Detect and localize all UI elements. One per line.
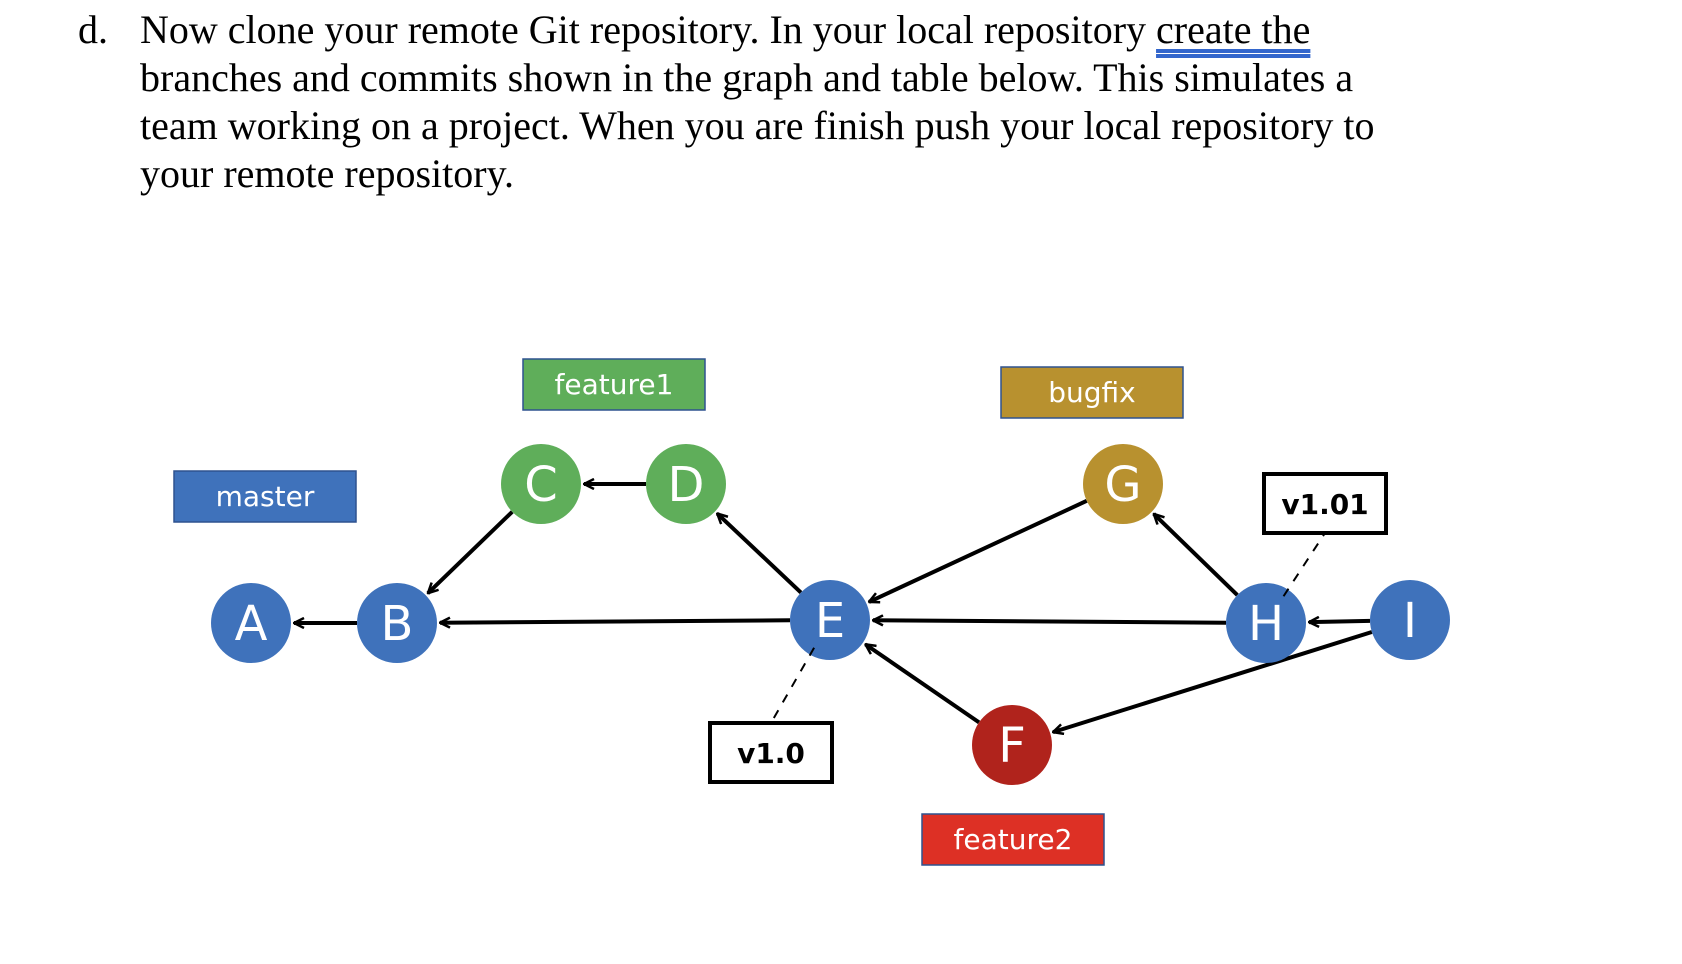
branch-label-feature1: feature1 <box>522 358 706 411</box>
commit-node-C: C <box>501 444 581 524</box>
branch-label-master: master <box>173 470 357 523</box>
commit-node-A: A <box>211 583 291 663</box>
commit-node-E: E <box>790 580 870 660</box>
svg-text:v1.0: v1.0 <box>737 737 805 770</box>
instruction-line: Now clone your remote Git repository. In… <box>140 7 1311 52</box>
svg-text:feature2: feature2 <box>954 823 1073 856</box>
tag-connector <box>1282 532 1326 597</box>
edge-I-to-F <box>1053 630 1373 732</box>
commit-label: B <box>381 596 414 652</box>
commit-node-F: F <box>972 705 1052 785</box>
instruction-line: your remote repository. <box>140 151 514 196</box>
spellcheck-underlined-text: create the <box>1156 7 1311 52</box>
commit-node-I: I <box>1370 580 1450 660</box>
commit-label: F <box>998 718 1026 774</box>
edge-F-to-E <box>865 642 981 725</box>
commit-label: I <box>1403 593 1417 649</box>
svg-text:master: master <box>216 480 315 513</box>
edge-C-to-B <box>428 510 514 593</box>
list-marker: d. <box>78 7 108 52</box>
edge-H-to-E <box>873 620 1227 622</box>
commit-label: H <box>1248 596 1284 652</box>
commit-label: C <box>524 457 558 513</box>
instruction-line: branches and commits shown in the graph … <box>140 55 1354 100</box>
instruction-paragraph: Now clone your remote Git repository. In… <box>140 6 1540 198</box>
edge-E-to-D <box>717 514 803 594</box>
commit-label: A <box>235 596 268 652</box>
commit-node-D: D <box>646 444 726 524</box>
commit-node-B: B <box>357 583 437 663</box>
commit-node-G: G <box>1083 444 1163 524</box>
commit-label: D <box>668 457 705 513</box>
edge-G-to-E <box>869 499 1088 604</box>
commit-label: G <box>1104 457 1141 513</box>
svg-text:bugfix: bugfix <box>1048 376 1136 409</box>
edge-I-to-H <box>1309 621 1371 622</box>
branch-label-bugfix: bugfix <box>1000 366 1184 419</box>
branch-label-feature2: feature2 <box>921 813 1105 866</box>
tag-connector <box>770 647 815 724</box>
svg-text:feature1: feature1 <box>555 368 674 401</box>
commit-label: E <box>815 593 845 649</box>
tag-v1.01: v1.01 <box>1262 472 1388 597</box>
edge-E-to-B <box>440 620 791 622</box>
tag-v1.0: v1.0 <box>708 647 834 784</box>
commit-node-H: H <box>1226 583 1306 663</box>
instruction-line: team working on a project. When you are … <box>140 103 1375 148</box>
svg-text:v1.01: v1.01 <box>1281 488 1368 521</box>
edge-H-to-G <box>1154 514 1239 597</box>
